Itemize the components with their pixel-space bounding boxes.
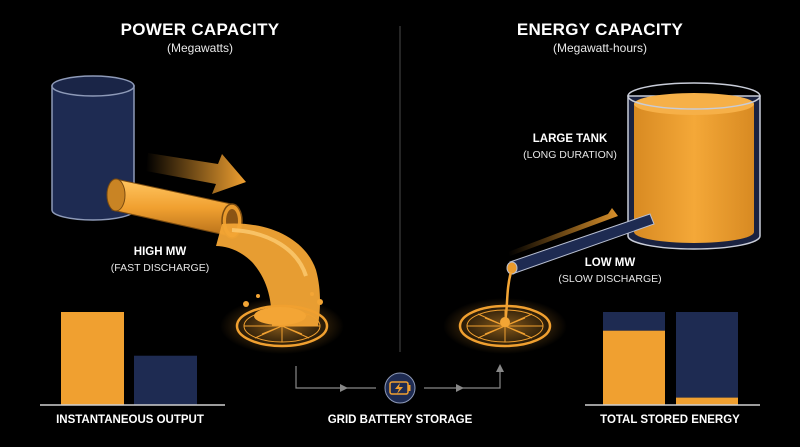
energy-capacity-subtitle: (Megawatt-hours) bbox=[552, 41, 648, 55]
power-capacity-title: POWER CAPACITY bbox=[120, 20, 280, 39]
grid-battery-storage-label: GRID BATTERY STORAGE bbox=[327, 414, 473, 426]
chart-bar-segment bbox=[676, 397, 738, 405]
chart-bar bbox=[61, 312, 124, 405]
low-mw-label: LOW MW bbox=[584, 257, 636, 269]
flow-arrow-icon bbox=[146, 153, 246, 194]
chart-bar-segment bbox=[603, 330, 665, 405]
right-tank bbox=[627, 82, 761, 250]
connector bbox=[295, 364, 504, 392]
grid-node-left bbox=[220, 292, 344, 354]
total-stored-energy-chart bbox=[603, 312, 738, 405]
grid-node-right bbox=[443, 298, 567, 354]
battery-icon bbox=[384, 372, 416, 404]
slow-discharge-label: (SLOW DISCHARGE) bbox=[558, 273, 662, 285]
instantaneous-output-label: INSTANTANEOUS OUTPUT bbox=[56, 414, 204, 426]
large-tank-label: LARGE TANK bbox=[532, 133, 608, 145]
chart-bar bbox=[134, 355, 197, 405]
chart-bar-segment bbox=[676, 312, 738, 398]
energy-capacity-title: ENERGY CAPACITY bbox=[516, 20, 684, 39]
small-pipe bbox=[506, 208, 655, 275]
chart-bar-segment bbox=[603, 312, 665, 331]
instantaneous-output-chart bbox=[61, 312, 197, 405]
power-capacity-subtitle: (Megawatts) bbox=[166, 41, 234, 55]
total-stored-energy-label: TOTAL STORED ENERGY bbox=[600, 414, 740, 426]
high-mw-label: HIGH MW bbox=[133, 246, 187, 258]
fast-discharge-label: (FAST DISCHARGE) bbox=[110, 262, 210, 274]
long-duration-label: (LONG DURATION) bbox=[523, 149, 617, 161]
